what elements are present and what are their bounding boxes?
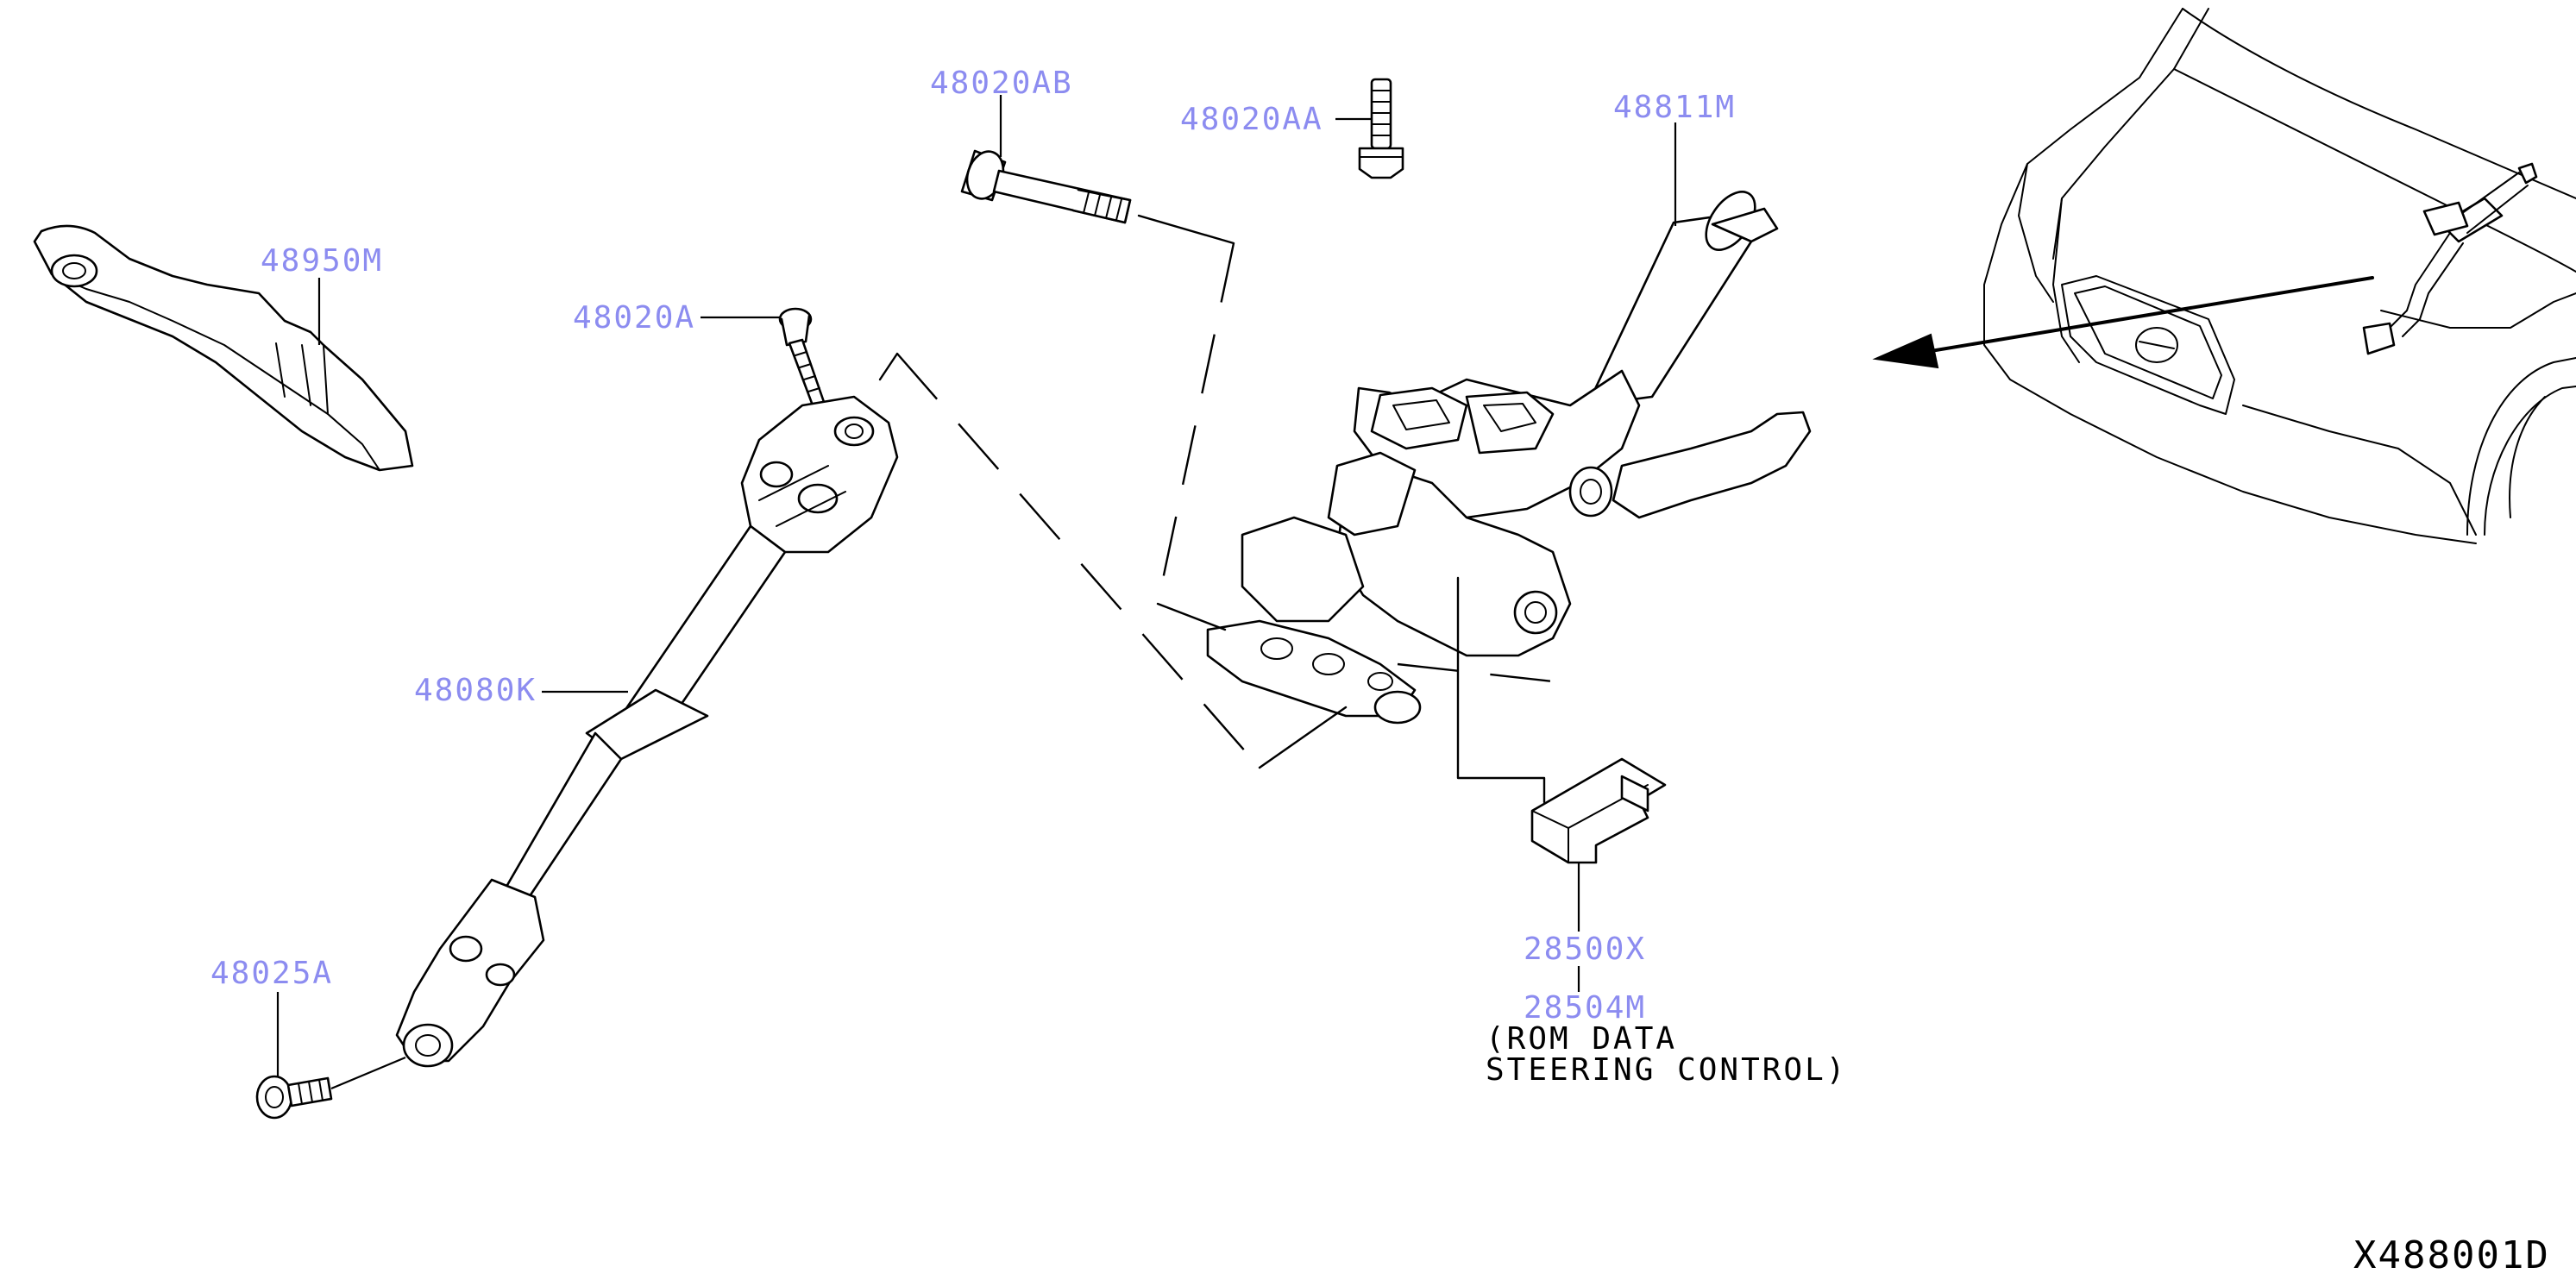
lower-bolt-to-joint-line <box>330 1056 406 1090</box>
upper-bolt-drawing <box>778 307 826 407</box>
steering-column-drawing <box>1206 191 1812 725</box>
intermediate-shaft-drawing <box>395 395 899 1068</box>
part-link-48025A[interactable]: 48025A <box>210 956 333 991</box>
part-link-48080K[interactable]: 48080K <box>414 673 537 708</box>
steering-controller-drawing <box>1530 757 1667 864</box>
small-bolt-drawing <box>1358 78 1404 179</box>
part-link-48020AA[interactable]: 48020AA <box>1180 102 1323 137</box>
locator-arrow <box>1872 276 2374 369</box>
part-link-28500X[interactable]: 28500X <box>1524 932 1646 967</box>
part-link-48020AB[interactable]: 48020AB <box>930 66 1073 101</box>
lower-bolt-drawing <box>255 1075 333 1120</box>
part-link-48020A[interactable]: 48020A <box>573 300 695 336</box>
part-link-48950M[interactable]: 48950M <box>261 243 383 279</box>
assembly-lines <box>878 214 1554 804</box>
part-link-28504M[interactable]: 28504M <box>1524 990 1646 1026</box>
diagram-code: X488001D <box>2353 1233 2550 1277</box>
cover-part-drawing <box>33 224 414 472</box>
vehicle-locator-drawing <box>1983 8 2576 544</box>
note-line-1: (ROM DATA <box>1486 1021 1677 1057</box>
long-bolt-drawing <box>960 149 1132 224</box>
note-line-2: STEERING CONTROL) <box>1486 1052 1847 1088</box>
part-link-48811M[interactable]: 48811M <box>1613 90 1736 125</box>
